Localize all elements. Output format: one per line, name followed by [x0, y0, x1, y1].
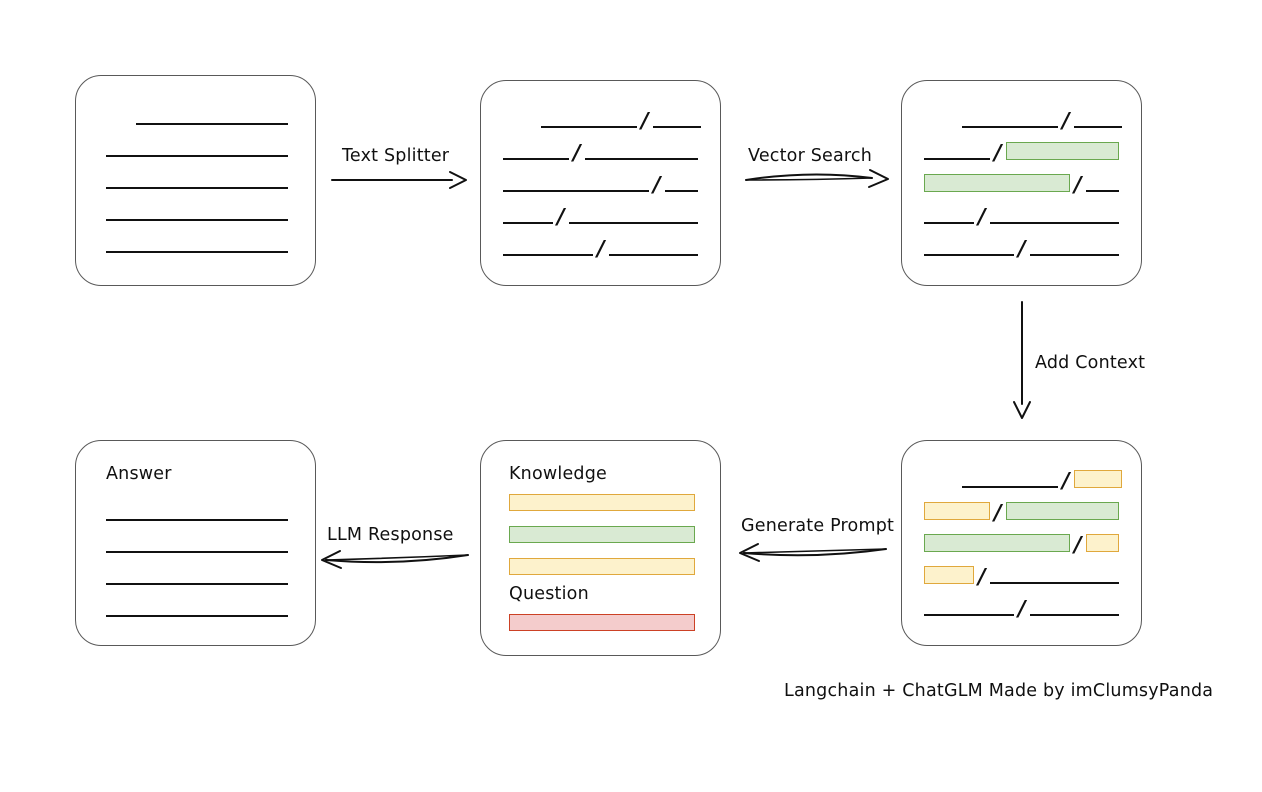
chunk-separator-slash: /	[978, 204, 986, 229]
text-line-segment	[1074, 126, 1122, 128]
arrow-llm-response	[321, 550, 469, 569]
text-line-segment	[1030, 254, 1119, 256]
arrow-vector-search	[745, 169, 889, 188]
text-line-segment	[990, 222, 1119, 224]
node-prompt[interactable]: Knowledge Question	[480, 440, 721, 656]
chunk-separator-slash: /	[994, 140, 1002, 165]
text-line-segment	[541, 126, 637, 128]
text-line-segment	[503, 190, 649, 192]
chunk-separator-slash: /	[1062, 108, 1070, 133]
text-line-segment	[1030, 614, 1119, 616]
text-line-segment	[924, 222, 974, 224]
text-line-segment	[924, 158, 990, 160]
edge-label-vector-search: Vector Search	[748, 146, 873, 166]
text-line-segment	[106, 187, 288, 189]
arrow-text-splitter	[331, 171, 467, 189]
diagram-caption: Langchain + ChatGLM Made by imClumsyPand…	[784, 681, 1214, 701]
text-line-segment	[924, 614, 1014, 616]
chunk-separator-slash: /	[1018, 236, 1026, 261]
chunk-separator-slash: /	[641, 108, 649, 133]
text-line-segment	[106, 615, 288, 617]
highlighted-chunk-yellow	[1086, 534, 1119, 552]
node-answer[interactable]: Answer	[75, 440, 316, 646]
node-source-document[interactable]	[75, 75, 316, 286]
node-context-document[interactable]: / / / / /	[901, 440, 1142, 646]
text-line-segment	[106, 519, 288, 521]
edge-label-generate-prompt: Generate Prompt	[741, 516, 895, 536]
chunk-separator-slash: /	[1074, 172, 1082, 197]
highlighted-chunk-green	[1006, 142, 1119, 160]
edge-label-add-context: Add Context	[1035, 353, 1146, 373]
highlighted-chunk-green	[924, 174, 1070, 192]
text-line-segment	[609, 254, 698, 256]
text-line-segment	[503, 254, 593, 256]
text-line-segment	[503, 222, 553, 224]
chunk-separator-slash: /	[1074, 532, 1082, 557]
chunk-separator-slash: /	[1062, 468, 1070, 493]
text-line-segment	[1086, 190, 1119, 192]
highlighted-chunk-green	[1006, 502, 1119, 520]
prompt-knowledge-bar	[509, 494, 695, 511]
prompt-knowledge-label: Knowledge	[509, 464, 607, 484]
highlighted-chunk-yellow	[1074, 470, 1122, 488]
node-split-document[interactable]: / / / / /	[480, 80, 721, 286]
edge-label-llm-response: LLM Response	[327, 525, 454, 545]
text-line-segment	[569, 222, 698, 224]
prompt-knowledge-bar	[509, 526, 695, 543]
text-line-segment	[106, 219, 288, 221]
highlighted-chunk-green	[924, 534, 1070, 552]
text-line-segment	[106, 583, 288, 585]
highlighted-chunk-yellow	[924, 502, 990, 520]
chunk-separator-slash: /	[978, 564, 986, 589]
edge-label-text-splitter: Text Splitter	[342, 146, 450, 166]
node-matched-document[interactable]: / / / / /	[901, 80, 1142, 286]
text-line-segment	[106, 551, 288, 553]
text-line-segment	[136, 123, 288, 125]
answer-label: Answer	[106, 464, 172, 484]
text-line-segment	[106, 251, 288, 253]
text-line-segment	[924, 254, 1014, 256]
prompt-question-label: Question	[509, 584, 589, 604]
text-line-segment	[990, 582, 1119, 584]
prompt-knowledge-bar	[509, 558, 695, 575]
chunk-separator-slash: /	[994, 500, 1002, 525]
chunk-separator-slash: /	[557, 204, 565, 229]
text-line-segment	[585, 158, 698, 160]
text-line-segment	[665, 190, 698, 192]
chunk-separator-slash: /	[1018, 596, 1026, 621]
chunk-separator-slash: /	[597, 236, 605, 261]
text-line-segment	[653, 126, 701, 128]
chunk-separator-slash: /	[573, 140, 581, 165]
text-line-segment	[106, 155, 288, 157]
text-line-segment	[962, 126, 1058, 128]
chunk-separator-slash: /	[653, 172, 661, 197]
arrow-generate-prompt	[739, 543, 887, 562]
text-line-segment	[962, 486, 1058, 488]
text-line-segment	[503, 158, 569, 160]
highlighted-chunk-yellow	[924, 566, 974, 584]
prompt-question-bar	[509, 614, 695, 631]
arrow-add-context	[1013, 301, 1031, 419]
